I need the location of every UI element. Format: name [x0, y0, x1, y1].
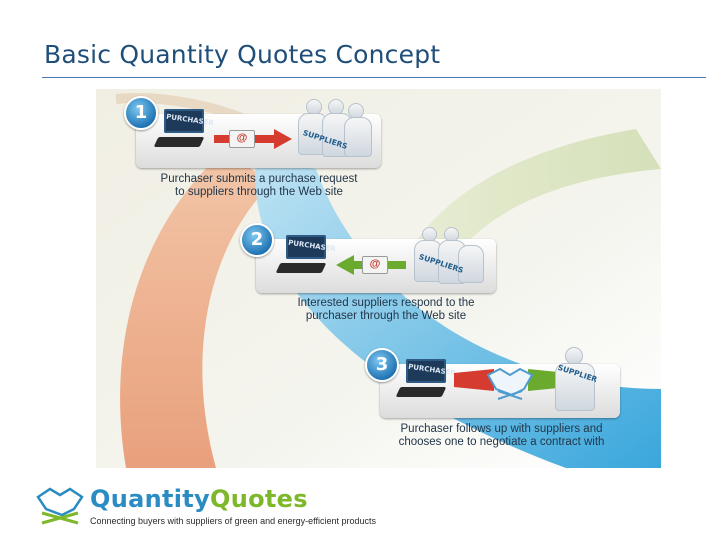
process-diagram: 1 PURCHASER @ SUPPLIERS Purchaser submit…	[96, 89, 661, 468]
purchaser-computer-icon: PURCHASER	[398, 359, 454, 401]
handshake-logo-icon	[36, 483, 84, 527]
title-divider	[42, 77, 706, 78]
step-3-caption: Purchaser follows up with suppliers and …	[379, 423, 624, 449]
step-1-number: 1	[124, 96, 158, 130]
step-2-number: 2	[240, 223, 274, 257]
suppliers-group-icon: SUPPLIERS	[408, 227, 493, 289]
step-1-caption: Purchaser submits a purchase request to …	[144, 173, 374, 199]
brand-tagline: Connecting buyers with suppliers of gree…	[90, 516, 376, 526]
brand-footer: QuantityQuotes Connecting buyers with su…	[36, 483, 416, 529]
supplier-icon: SUPPLIER	[551, 347, 606, 409]
email-icon: @	[362, 256, 388, 274]
handshake-icon	[486, 361, 534, 401]
step-2-caption: Interested suppliers respond to the purc…	[271, 297, 501, 323]
step-3-number: 3	[365, 348, 399, 382]
purchaser-computer-icon: PURCHASER	[156, 109, 212, 151]
purchaser-computer-icon: PURCHASER	[278, 235, 334, 277]
email-icon: @	[229, 130, 255, 148]
brand-name: QuantityQuotes	[90, 485, 308, 513]
suppliers-group-icon: SUPPLIERS	[288, 99, 378, 161]
slide-title: Basic Quantity Quotes Concept	[44, 40, 440, 69]
